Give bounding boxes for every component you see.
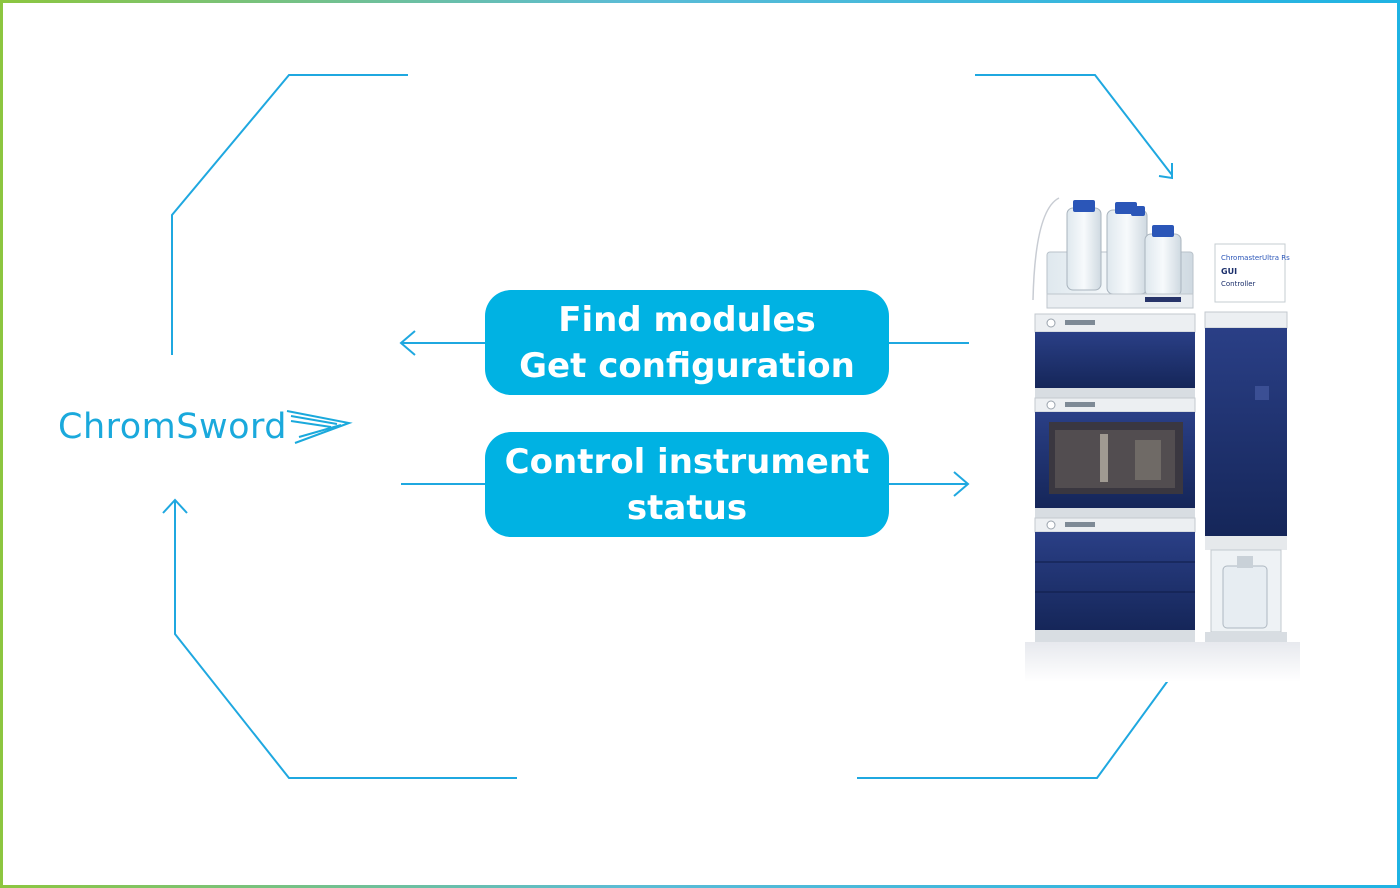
control-status-box: Control instrument status [485, 432, 889, 537]
logo-text: ChromSword [58, 407, 287, 447]
loop-top-right-arrowhead [1158, 163, 1173, 180]
left-module-stack [1034, 313, 1196, 642]
solvent-bottles [1032, 197, 1194, 309]
loop-bottom-left-arrowhead [162, 498, 188, 514]
controller-gui-text: GUI [1221, 267, 1237, 276]
right-controller-column: ChromasterUltra Rs GUI Controller [1204, 243, 1290, 642]
hplc-instrument-icon: ChromasterUltra Rs GUI Controller [1025, 197, 1300, 682]
control-instrument-label: Control instrument [504, 441, 870, 482]
loop-top-right-line [975, 74, 1173, 176]
controller-label-text: Controller [1221, 280, 1256, 288]
arrow-right-icon [953, 471, 970, 497]
loop-bottom-right-line [857, 674, 1173, 779]
chromsword-logo: ChromSword [58, 400, 353, 454]
get-configuration-label: Get configuration [519, 345, 855, 386]
controller-brand-text: ChromasterUltra Rs [1221, 254, 1290, 262]
find-modules-box: Find modules Get configuration [485, 290, 889, 395]
status-label: status [626, 487, 748, 528]
sword-wing-icon [286, 410, 353, 444]
find-modules-label: Find modules [558, 299, 816, 340]
arrow-left-icon [399, 330, 416, 356]
loop-top-left-line [171, 74, 408, 355]
loop-bottom-left-line [174, 500, 517, 779]
